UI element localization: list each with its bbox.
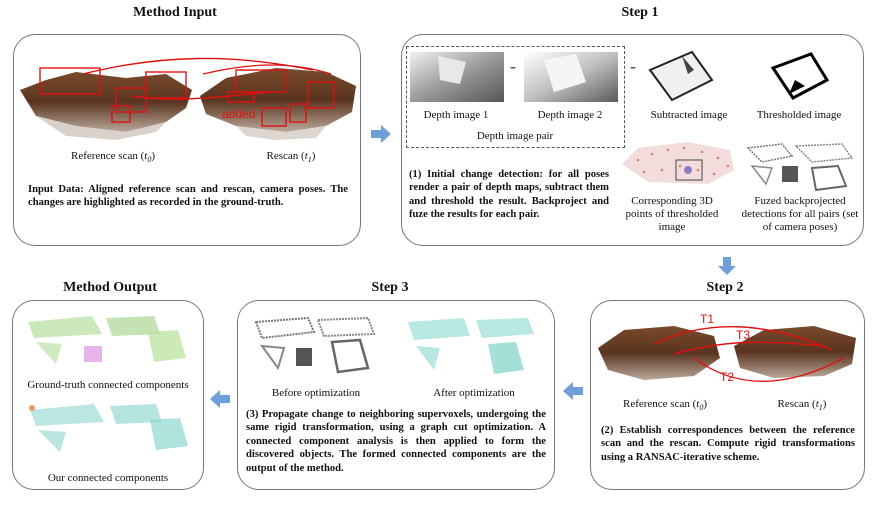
step1-title: Step 1 [580,5,700,21]
step2-reference-caption: Reference scan (t0) [600,398,730,414]
arrow-down-icon [718,257,736,275]
our-components-image [22,396,198,462]
after-optimization-image [400,312,546,384]
our-components-caption: Our connected components [14,472,202,485]
before-optimization-image [248,312,388,384]
corresponding-caption: Corresponding 3D points of thresholded i… [620,195,724,234]
step3-title: Step 3 [350,280,430,296]
corresponding-3d-points-image [618,140,738,186]
step1-description: (1) Initial change detection: for all po… [409,168,609,222]
fuzed-caption: Fuzed backprojected detections for all p… [740,195,860,234]
t2-label: T2 [720,370,734,384]
method-input-title: Method Input [105,5,245,21]
correspondence-curves [13,34,361,144]
after-optimization-caption: After optimization [410,387,538,400]
depth-image-1-caption: Depth image 1 [408,109,504,122]
before-optimization-caption: Before optimization [252,387,380,400]
t3-label: T3 [736,328,750,342]
depth-image-2 [524,52,618,102]
step3-description: (3) Propagate change to neighboring supe… [246,408,546,475]
arrow-left-icon [563,382,583,400]
thresholded-caption: Thresholded image [745,109,853,122]
added-label: added [222,107,255,121]
ground-truth-caption: Ground-truth connected components [14,379,202,392]
subtracted-caption: Subtracted image [636,109,742,122]
ground-truth-image [22,306,198,374]
depth-pair-caption: Depth image pair [450,130,580,143]
arrow-left-icon-2 [210,390,230,408]
minus-sign-2: - [626,60,640,73]
step2-description: (2) Establish correspondences between th… [601,424,855,464]
reference-scan-caption: Reference scan (t0) [48,150,178,166]
method-input-description: Input Data: Aligned reference scan and r… [28,183,348,210]
arrow-right-icon [371,125,391,143]
rescan-caption: Rescan (t1) [236,150,346,166]
depth-image-2-caption: Depth image 2 [522,109,618,122]
t1-label: T1 [700,312,714,326]
method-output-title: Method Output [40,280,180,296]
depth-image-1 [410,52,504,102]
thresholded-image [765,50,837,102]
subtracted-image [642,50,734,102]
fuzed-detections-image [742,140,858,196]
minus-sign-1: - [506,60,520,73]
step2-rescan-caption: Rescan (t1) [752,398,852,414]
step2-title: Step 2 [685,280,765,296]
